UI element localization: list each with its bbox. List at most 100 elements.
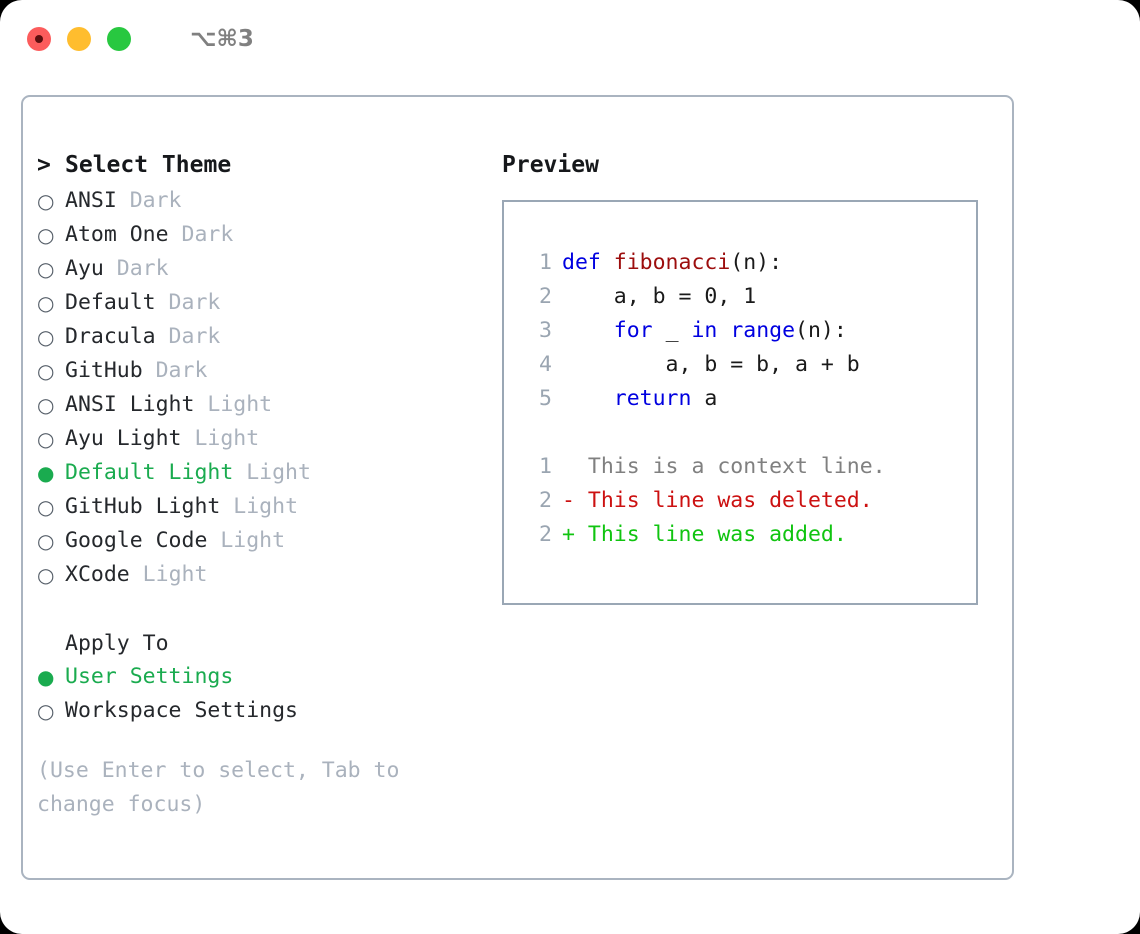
- theme-list-item[interactable]: ○GitHub Dark: [37, 354, 497, 388]
- apply-to-option[interactable]: ● User Settings: [37, 660, 497, 694]
- theme-list-item[interactable]: ○Ayu Light Light: [37, 422, 497, 456]
- code-token: in: [691, 318, 731, 343]
- hint-spacer: [37, 728, 497, 754]
- theme-name-label: Ayu: [65, 256, 104, 281]
- radio-unselected-icon[interactable]: ○: [37, 393, 55, 417]
- code-token: a, b = b, a + b: [562, 352, 860, 377]
- theme-name-label: Dracula: [65, 324, 156, 349]
- theme-category-tag: Dark: [103, 256, 169, 281]
- theme-category-tag: Dark: [116, 188, 182, 213]
- theme-category-tag: Dark: [168, 222, 234, 247]
- radio-unselected-icon[interactable]: ○: [37, 427, 55, 451]
- close-icon: [35, 35, 43, 43]
- apply-to-option-label: Workspace Settings: [65, 698, 298, 723]
- theme-name-label: Default: [65, 290, 156, 315]
- diff-marker-icon: -: [562, 488, 575, 513]
- prompt-caret-icon: >: [37, 152, 51, 178]
- theme-category-tag: Light: [194, 392, 273, 417]
- theme-picker-panel: > Select Theme ○ANSI Dark○Atom One Dark○…: [21, 95, 1014, 880]
- theme-name-label: Default Light: [65, 460, 234, 485]
- diff-line-content: This line was added.: [574, 522, 847, 547]
- theme-list-item[interactable]: ○Default Dark: [37, 286, 497, 320]
- code-line: 3 for _ in range(n):: [524, 314, 976, 348]
- diff-marker-icon: [562, 450, 575, 484]
- theme-list-item[interactable]: ○ XCode Light: [37, 558, 497, 592]
- theme-name-label: Atom One: [65, 222, 169, 247]
- diff-line: 1 This is a context line.: [524, 450, 976, 484]
- radio-unselected-icon[interactable]: ○: [37, 529, 55, 553]
- keyboard-hint-text: (Use Enter to select, Tab to change focu…: [37, 758, 400, 817]
- keyboard-shortcut-label: ⌥⌘3: [190, 26, 254, 52]
- radio-unselected-icon[interactable]: ○: [37, 257, 55, 281]
- diff-marker-icon: +: [562, 522, 575, 547]
- theme-list-item[interactable]: ○ Dracula Dark: [37, 320, 497, 354]
- code-line: 2 a, b = 0, 1: [524, 280, 976, 314]
- theme-list-item[interactable]: ○ANSI Dark: [37, 184, 497, 218]
- code-line-content: def fibonacci(n):: [562, 246, 782, 280]
- radio-unselected-icon[interactable]: ○: [37, 359, 55, 383]
- code-token: fibonacci: [613, 250, 731, 275]
- diff-line-content: This is a context line.: [574, 454, 886, 479]
- diff-line: 2 + This line was added.: [524, 518, 976, 552]
- theme-category-tag: Light: [220, 494, 299, 519]
- radio-unselected-icon[interactable]: ○: [37, 325, 55, 349]
- theme-list-item[interactable]: ○ Atom One Dark: [37, 218, 497, 252]
- diff-sample: 1 This is a context line.2- This line wa…: [524, 450, 976, 552]
- code-token: return: [613, 386, 692, 411]
- code-diff-spacer: [524, 416, 976, 450]
- radio-selected-icon[interactable]: ●: [37, 665, 55, 689]
- maximize-button[interactable]: [107, 27, 131, 51]
- theme-list-item[interactable]: ○ Ayu Dark: [37, 252, 497, 286]
- minimize-button[interactable]: [67, 27, 91, 51]
- code-line: 4 a, b = b, a + b: [524, 348, 976, 382]
- code-token: (n):: [795, 318, 847, 343]
- code-token: for: [613, 318, 653, 343]
- code-token: (n):: [730, 250, 783, 275]
- theme-name-label: Google Code: [65, 528, 208, 553]
- code-line-content: a, b = 0, 1: [562, 280, 756, 314]
- theme-list-item[interactable]: ○ANSI Light Light: [37, 388, 497, 422]
- theme-category-tag: Light: [181, 426, 260, 451]
- apply-to-options-list: ● User Settings ○ Workspace Settings: [37, 660, 497, 728]
- theme-category-tag: Dark: [155, 324, 221, 349]
- radio-unselected-icon[interactable]: ○: [37, 563, 55, 587]
- code-line-content: a, b = b, a + b: [562, 348, 860, 382]
- code-line: 5 return a: [524, 382, 976, 416]
- theme-list-column: > Select Theme ○ANSI Dark○Atom One Dark○…: [37, 146, 497, 822]
- code-token: a, b = 0, 1: [562, 284, 757, 309]
- radio-selected-icon[interactable]: ●: [37, 461, 55, 485]
- theme-list-item[interactable]: ●Default Light Light: [37, 456, 497, 490]
- code-token: [562, 318, 614, 343]
- theme-name-label: XCode: [65, 562, 130, 587]
- select-theme-header: > Select Theme: [37, 146, 497, 184]
- code-line-content: for _ in range(n):: [562, 314, 847, 348]
- code-line-number: 5: [539, 386, 552, 411]
- list-spacer: [37, 592, 497, 626]
- apply-to-header-label: Apply To: [65, 630, 169, 656]
- radio-unselected-icon[interactable]: ○: [37, 495, 55, 519]
- theme-list-item[interactable]: ○Google Code Light: [37, 524, 497, 558]
- theme-category-tag: Light: [129, 562, 208, 587]
- radio-unselected-icon[interactable]: ○: [37, 699, 55, 723]
- radio-unselected-icon[interactable]: ○: [37, 291, 55, 315]
- code-line-content: return a: [562, 382, 718, 416]
- code-token: a: [691, 386, 718, 411]
- code-token: range: [730, 318, 796, 343]
- code-line-number: 2: [539, 284, 552, 309]
- apply-to-header: Apply To: [37, 626, 497, 660]
- diff-line-number: 2: [539, 488, 552, 513]
- close-button[interactable]: [27, 27, 51, 51]
- diff-line: 2- This line was deleted.: [524, 484, 976, 518]
- theme-list-item[interactable]: ○GitHub Light Light: [37, 490, 497, 524]
- apply-to-option[interactable]: ○ Workspace Settings: [37, 694, 497, 728]
- radio-unselected-icon[interactable]: ○: [37, 189, 55, 213]
- apply-to-option-label: User Settings: [65, 664, 234, 689]
- radio-unselected-icon[interactable]: ○: [37, 223, 55, 247]
- diff-line-number: 2: [539, 522, 552, 547]
- diff-line-content: This line was deleted.: [574, 488, 873, 513]
- code-token: def: [562, 250, 614, 275]
